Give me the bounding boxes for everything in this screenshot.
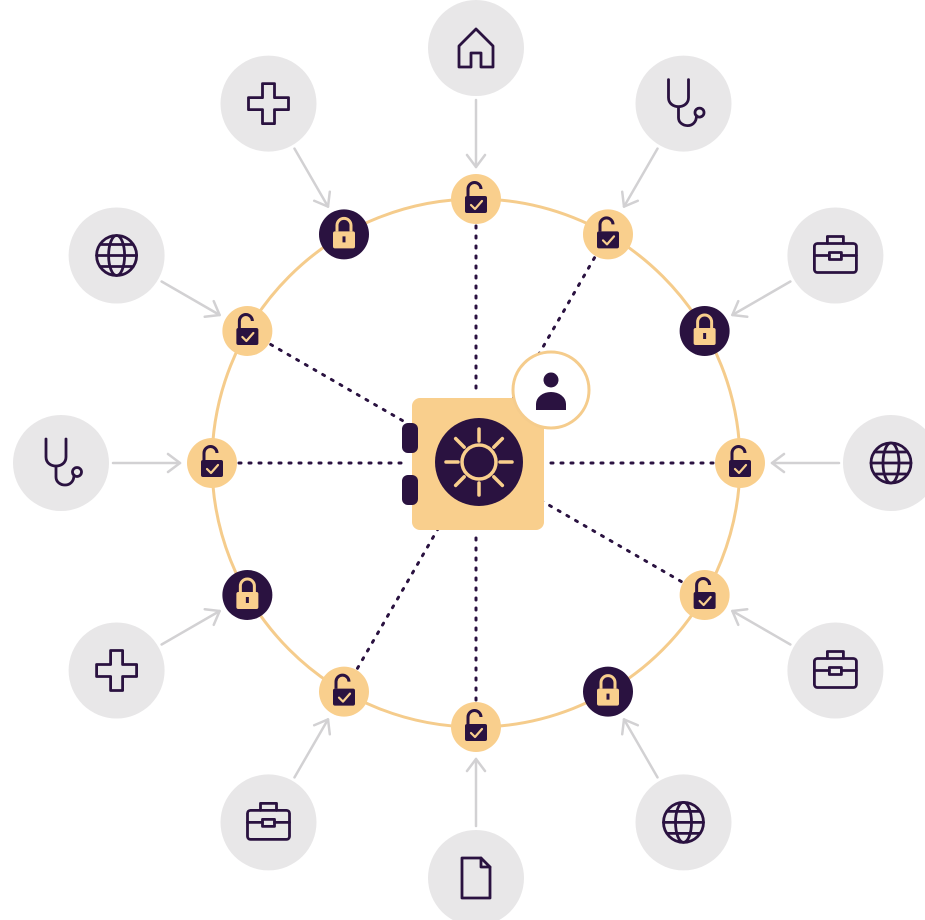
source-bubble-bottom-left bbox=[220, 774, 317, 871]
lock-node-left bbox=[187, 438, 237, 488]
lock-node-right-lower bbox=[679, 570, 730, 620]
user-badge bbox=[511, 350, 591, 430]
source-icons bbox=[13, 0, 925, 920]
source-bubble-left bbox=[13, 415, 109, 511]
lock-node-top bbox=[451, 174, 501, 224]
lock-node-top-right bbox=[583, 209, 633, 260]
arrow-left-lower bbox=[160, 607, 221, 646]
lock-nodes bbox=[187, 174, 765, 752]
lock-node-left-lower bbox=[222, 570, 273, 620]
lock-node-bottom-left bbox=[319, 666, 369, 717]
lock-node-left-upper bbox=[222, 306, 273, 356]
connection-lines bbox=[234, 221, 718, 705]
source-bubble-top-left bbox=[220, 55, 317, 152]
source-bubble-bottom bbox=[428, 830, 524, 920]
arrow-right-upper bbox=[731, 280, 792, 319]
vault bbox=[402, 398, 544, 530]
source-bubble-right-lower bbox=[787, 622, 884, 719]
vault-hinge-bottom bbox=[402, 475, 418, 505]
source-bubble-right bbox=[843, 415, 925, 511]
lock-node-top-left bbox=[319, 209, 369, 260]
lock-node-bottom-right bbox=[583, 666, 633, 717]
arrow-top-right bbox=[620, 147, 659, 208]
arrow-right bbox=[770, 452, 841, 474]
arrow-top-left bbox=[293, 147, 332, 208]
connection-line-bottom-left bbox=[354, 526, 440, 673]
arrow-left bbox=[111, 452, 182, 474]
vault-dial-icon bbox=[435, 418, 523, 506]
arrow-bottom-right bbox=[620, 718, 659, 779]
source-bubble-left-lower bbox=[68, 622, 165, 719]
arrow-top bbox=[465, 98, 487, 169]
lock-node-bottom bbox=[451, 702, 501, 752]
source-bubble-left-upper bbox=[68, 207, 165, 304]
lock-node-right bbox=[715, 438, 765, 488]
lock-node-right-upper bbox=[679, 306, 730, 356]
vault-hinge-top bbox=[402, 423, 418, 453]
connection-line-left-upper bbox=[266, 341, 413, 427]
arrow-bottom bbox=[465, 757, 487, 828]
source-bubble-top-right bbox=[635, 55, 732, 152]
arrow-bottom-left bbox=[293, 718, 332, 779]
arrow-right-lower bbox=[731, 607, 792, 646]
source-bubble-bottom-right bbox=[635, 774, 732, 871]
source-bubble-top bbox=[428, 0, 524, 96]
arrow-left-upper bbox=[160, 280, 221, 319]
connection-line-top-right bbox=[512, 253, 598, 400]
user-icon bbox=[536, 372, 566, 410]
source-bubble-right-upper bbox=[787, 207, 884, 304]
inbound-arrows bbox=[111, 98, 841, 828]
connection-line-right-lower bbox=[539, 499, 686, 585]
